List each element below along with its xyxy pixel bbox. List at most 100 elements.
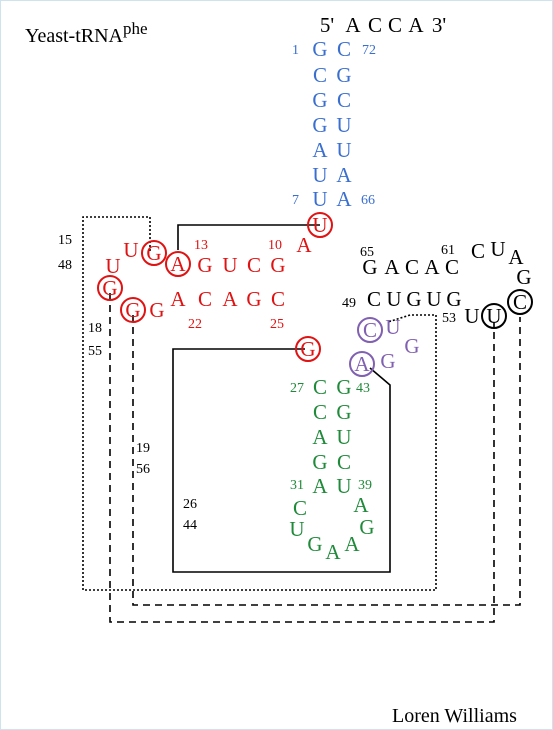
line-18-55 [109, 293, 495, 623]
nt-acc-c2: C [388, 13, 402, 37]
tertiary-pair-labels: 15 48 18 55 19 56 26 44 [58, 233, 197, 533]
nt-d-g15: G [146, 241, 161, 265]
anticodon-numbers: 27 43 31 39 [290, 381, 372, 493]
nt-d-11: C [247, 253, 261, 277]
nt-d-13: G [197, 253, 212, 277]
nt-acc-3-4: U [336, 113, 351, 137]
nt-acc-3-6: A [336, 163, 352, 187]
nt-t-51: G [406, 287, 421, 311]
nt-t-49: C [367, 287, 381, 311]
nt-t-62: A [424, 255, 440, 279]
nt-d-u17: U [105, 254, 120, 278]
nt-t-u54: U [464, 304, 479, 328]
variable-loop: C U G G A [354, 315, 419, 376]
nt-acc-5-7: U [312, 187, 327, 211]
nt-t-61: C [445, 255, 459, 279]
nt-d-24: G [246, 287, 261, 311]
line-26-44 [172, 348, 391, 573]
circle-c48 [357, 317, 383, 343]
num-55: 55 [88, 344, 102, 359]
d-arm-numbers: 13 10 22 25 [188, 238, 284, 332]
nt-ac-30a: G [312, 450, 327, 474]
num-72: 72 [362, 43, 376, 58]
nt-acc-3-3: C [337, 88, 351, 112]
num-13: 13 [194, 238, 208, 253]
nt-t-c60: C [471, 239, 485, 263]
nt-acc-5-3: G [312, 88, 327, 112]
nt-t-65: G [362, 255, 377, 279]
nt-acc-a1: A [345, 13, 361, 37]
num-15: 15 [58, 233, 72, 248]
nt-v-g46: G [404, 334, 419, 358]
num-44: 44 [183, 518, 197, 533]
num-22: 22 [188, 317, 202, 332]
nt-d-22: C [198, 287, 212, 311]
nt-t-63: C [405, 255, 419, 279]
num-43: 43 [356, 381, 370, 396]
acceptor-numbers: 1 72 7 66 [292, 43, 376, 208]
nt-t-g57: G [516, 265, 531, 289]
nt-d-12: U [222, 253, 237, 277]
nt-g26: G [300, 337, 315, 361]
circle-u55 [481, 303, 507, 329]
num-25: 25 [270, 317, 284, 332]
circle-g15 [141, 240, 167, 266]
num-56: 56 [136, 462, 150, 477]
nt-ac-36: A [344, 532, 360, 556]
circle-c56 [507, 289, 533, 315]
nt-ac-29b: U [336, 425, 351, 449]
title-superscript: phe [123, 19, 148, 38]
num-31: 31 [290, 478, 304, 493]
nt-v-a44: A [354, 352, 370, 376]
nt-t-u59: U [490, 237, 505, 261]
num-18: 18 [88, 321, 102, 336]
tertiary-interaction-lines [82, 216, 521, 623]
nt-ac-33: U [289, 517, 304, 541]
nt-ac-32: C [293, 496, 307, 520]
nt-d-g19: G [125, 298, 140, 322]
nt-ac-38: A [353, 493, 369, 517]
nt-v-u47: U [385, 315, 400, 339]
nucleotide-circles [97, 212, 533, 377]
nt-acc-a2: A [408, 13, 424, 37]
nt-acc-5-2: C [313, 63, 327, 87]
line-19-56 [132, 315, 521, 606]
nt-acc-3-1: C [337, 37, 351, 61]
t-arm-numbers: 65 61 49 53 [342, 243, 456, 326]
nt-ac-31a: A [312, 474, 328, 498]
label-3-prime: 3' [432, 13, 446, 37]
nt-acc-c1: C [368, 13, 382, 37]
nt-ac-28b: G [336, 400, 351, 424]
num-26: 26 [183, 497, 197, 512]
nt-u8: U [312, 213, 327, 237]
nt-d-a21: A [170, 287, 186, 311]
nt-a9: A [296, 233, 312, 257]
nt-acc-5-4: G [312, 113, 327, 137]
num-48: 48 [58, 258, 72, 273]
three-prime-tail: 5' A C C A 3' [320, 13, 446, 37]
nt-t-a58: A [508, 245, 524, 269]
num-65: 65 [360, 245, 374, 260]
circle-g18 [97, 275, 123, 301]
num-7: 7 [292, 193, 299, 208]
nt-t-53: G [446, 287, 461, 311]
nt-d-g18: G [102, 276, 117, 300]
num-53: 53 [442, 311, 456, 326]
acceptor-stem: G C C G G C G U A U U A U A [312, 37, 352, 211]
nt-t-u55: U [486, 304, 501, 328]
nt-v-g45: G [380, 349, 395, 373]
circle-u8 [307, 212, 333, 238]
nt-d-a14: A [170, 252, 186, 276]
nt-d-23: A [222, 287, 238, 311]
title-main: Yeast-tRNA [25, 25, 124, 47]
num-66: 66 [361, 193, 375, 208]
t-arm: G A C A C C U A G C U U C U G U G [362, 237, 531, 328]
nt-ac-35: A [325, 540, 341, 564]
nt-ac-30b: C [337, 450, 351, 474]
title-text: Yeast-tRNAphe [25, 19, 148, 47]
line-8-14 [177, 224, 320, 250]
nt-ac-31b: U [336, 474, 351, 498]
nt-acc-3-2: G [336, 63, 351, 87]
nt-d-25: C [271, 287, 285, 311]
